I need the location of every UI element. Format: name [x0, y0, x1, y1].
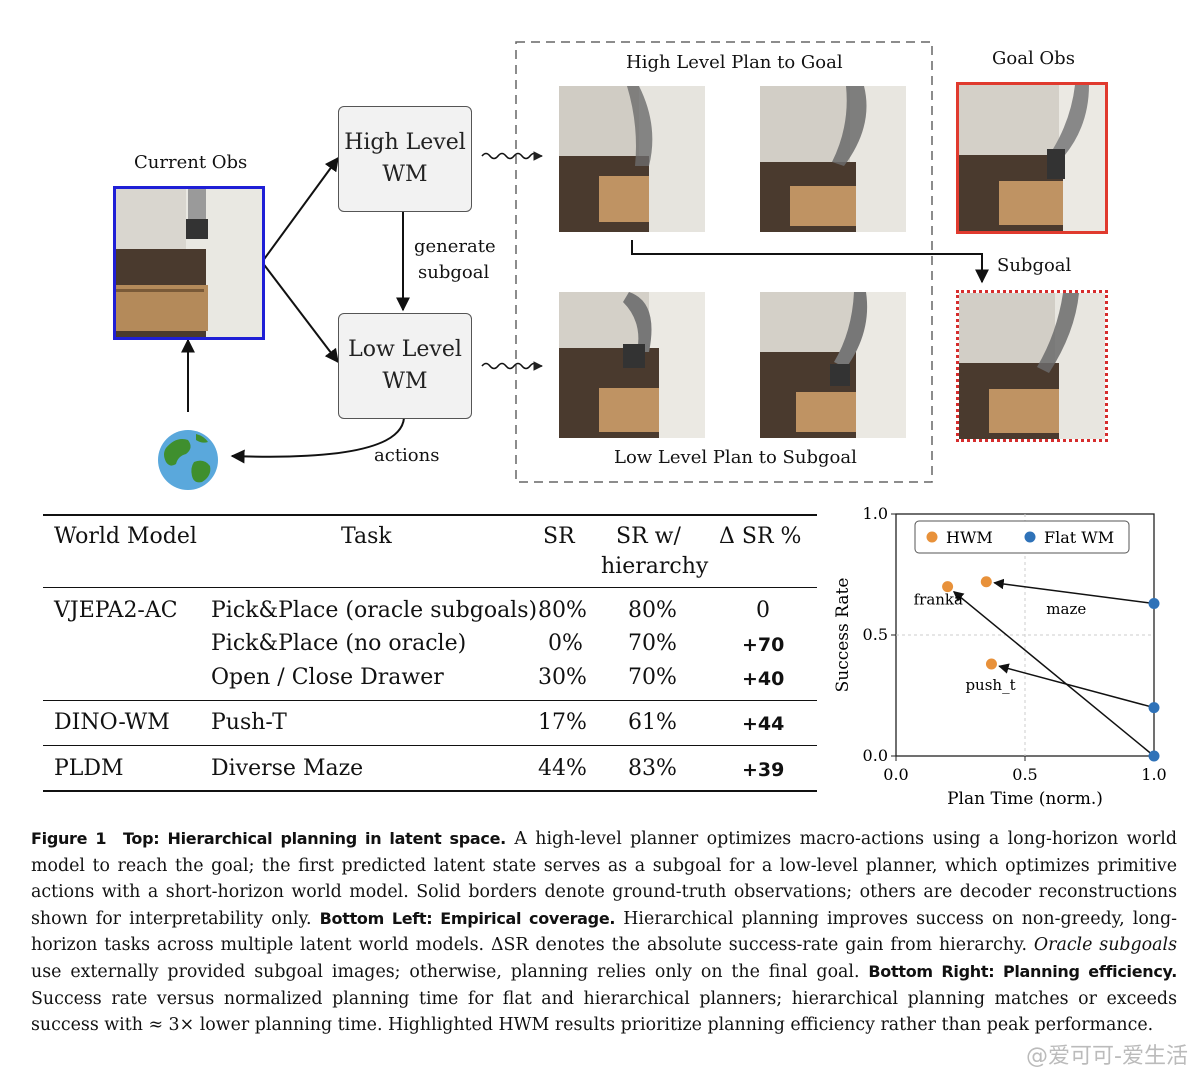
header-sr: SR — [543, 524, 575, 549]
current-obs-label: Current Obs — [134, 152, 248, 173]
generate-subgoal-label-2: subgoal — [418, 262, 490, 283]
goal-obs-image — [956, 82, 1108, 234]
watermark: @爱可可-爱生活 — [1026, 1044, 1188, 1069]
row-2-task: Pick&Place (no oracle) — [211, 631, 467, 656]
low-level-plan-frame-2 — [760, 292, 906, 438]
chart-arrow — [952, 591, 1157, 758]
row-1-model: VJEPA2-AC — [54, 598, 178, 623]
high-level-plan-frame-2 — [760, 86, 906, 232]
row-1-sr-h: 80% — [628, 598, 677, 623]
x-axis-label: Plan Time (norm.) — [947, 789, 1103, 809]
high-level-plan-label: High Level Plan to Goal — [626, 52, 843, 73]
caption-top-head: Top: Hierarchical planning in latent spa… — [122, 829, 506, 848]
subgoal-label: Subgoal — [997, 255, 1072, 276]
row-4-delta: +44 — [742, 713, 785, 735]
low-level-plan-frame-1 — [559, 292, 705, 438]
row-2-sr-h: 70% — [628, 631, 677, 656]
caption-bl-text: Hierarchical planning improves success o… — [31, 908, 1177, 956]
legend-marker-0 — [926, 531, 938, 543]
row-1-task: Pick&Place (oracle subgoals) — [211, 598, 538, 623]
x-tick-label: 0.0 — [883, 765, 908, 784]
row-5-model: PLDM — [54, 756, 124, 781]
environment-earth-icon — [156, 428, 220, 492]
row-2-delta: +70 — [742, 634, 785, 656]
header-task: Task — [341, 524, 392, 549]
row-3-sr-h: 70% — [628, 665, 677, 690]
row-5-delta: +39 — [742, 759, 785, 781]
row-1-sr: 80% — [538, 598, 587, 623]
legend-label-0: HWM — [946, 528, 993, 547]
row-4-sr-h: 61% — [628, 710, 677, 735]
low-level-wm-line1: Low Level — [348, 337, 462, 362]
caption-br-text: Success rate versus normalized planning … — [31, 988, 1177, 1036]
table-top-rule — [43, 514, 817, 516]
point-hwm — [942, 581, 954, 593]
point-hwm — [980, 576, 992, 588]
row-5-task: Diverse Maze — [211, 756, 364, 781]
legend-box — [914, 520, 1130, 554]
header-hierarchy: hierarchy — [601, 554, 709, 579]
table-group-rule-1 — [43, 700, 817, 701]
caption-oracle: Oracle subgoals — [1033, 935, 1178, 956]
row-1-delta: 0 — [756, 598, 770, 623]
y-axis-label: Success Rate — [833, 578, 853, 693]
low-level-plan-label: Low Level Plan to Subgoal — [614, 447, 857, 468]
caption-bl-text2: use externally provided subgoal images; … — [31, 961, 869, 982]
row-3-task: Open / Close Drawer — [211, 665, 444, 690]
point-label-push_t: push_t — [965, 676, 1015, 694]
point-label-maze: maze — [1046, 600, 1086, 618]
figure-caption: Figure 1 Top: Hierarchical planning in l… — [31, 826, 1177, 1039]
row-3-delta: +40 — [742, 668, 785, 690]
row-5-sr: 44% — [538, 756, 587, 781]
y-tick-label: 1.0 — [863, 504, 888, 523]
y-tick-label: 0.5 — [863, 625, 888, 644]
caption-fig-label: Figure 1 — [31, 829, 107, 848]
high-level-wm-box: High Level WM — [338, 106, 472, 212]
table-group-rule-2 — [43, 745, 817, 746]
legend-label-1: Flat WM — [1044, 528, 1114, 547]
chart-arrow — [993, 578, 1157, 605]
caption-bl-head: Bottom Left: Empirical coverage. — [319, 908, 616, 928]
x-tick-label: 0.5 — [1012, 765, 1037, 784]
row-3-sr: 30% — [538, 665, 587, 690]
point-flat-wm — [1148, 598, 1160, 610]
caption-top-text: A high-level planner optimizes macro-act… — [31, 829, 1177, 929]
subgoal-image — [956, 290, 1108, 442]
actions-label: actions — [374, 445, 440, 466]
point-flat-wm — [1148, 750, 1160, 762]
table-bottom-rule — [43, 790, 817, 792]
x-tick-label: 1.0 — [1141, 765, 1166, 784]
row-4-model: DINO-WM — [54, 710, 170, 735]
table-header-rule — [43, 587, 817, 588]
header-sr-w: SR w/ — [616, 524, 681, 549]
point-flat-wm — [1148, 702, 1160, 714]
high-level-wm-line2: WM — [382, 162, 428, 187]
row-5-sr-h: 83% — [628, 756, 677, 781]
high-level-plan-frame-1 — [559, 86, 705, 232]
legend-marker-1 — [1024, 531, 1036, 543]
row-4-task: Push-T — [211, 710, 287, 735]
generate-subgoal-label-1: generate — [414, 236, 496, 257]
current-obs-image — [113, 186, 265, 340]
low-level-wm-line2: WM — [382, 369, 428, 394]
caption-br-head: Bottom Right: Planning efficiency. — [868, 961, 1177, 981]
row-4-sr: 17% — [538, 710, 587, 735]
low-level-wm-box: Low Level WM — [338, 313, 472, 419]
point-label-franka: franka — [914, 591, 963, 609]
point-hwm — [985, 658, 997, 670]
row-2-sr: 0% — [548, 631, 583, 656]
header-delta-sr: Δ SR % — [719, 524, 802, 549]
goal-obs-label: Goal Obs — [992, 48, 1075, 69]
chart-arrow — [998, 663, 1157, 709]
diagram-connectors — [181, 41, 989, 483]
y-tick-label: 0.0 — [863, 746, 888, 765]
high-level-wm-line1: High Level — [344, 130, 466, 155]
header-world-model: World Model — [54, 524, 197, 549]
